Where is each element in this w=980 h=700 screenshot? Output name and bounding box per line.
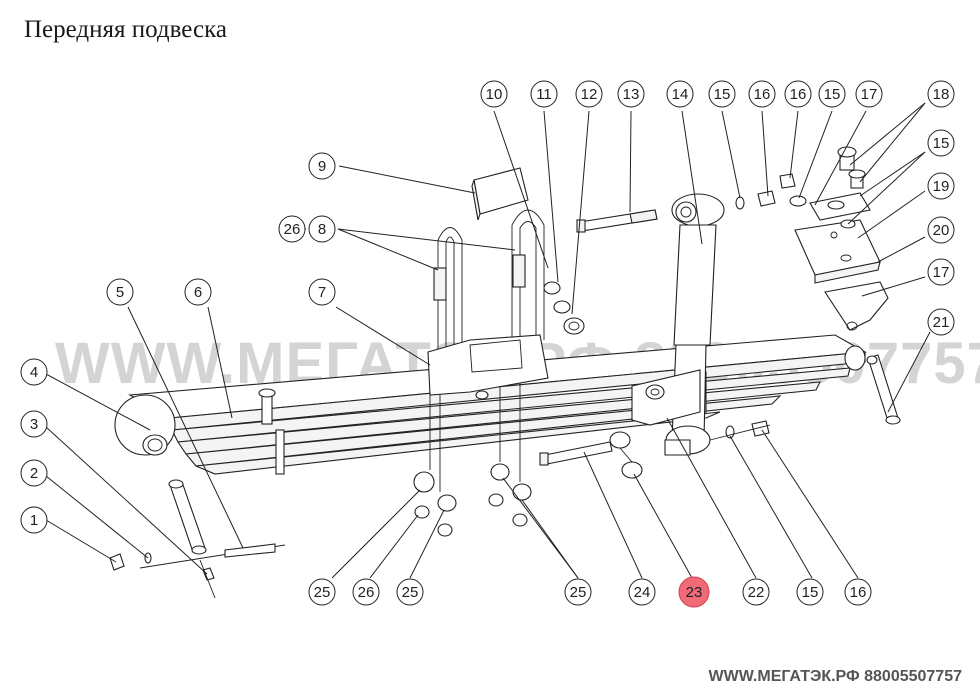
bolt-13: [576, 209, 658, 233]
callout-15-c: 15: [927, 129, 955, 157]
svg-text:18: 18: [933, 86, 950, 103]
callout-13: 13: [617, 80, 645, 108]
callout-15-d: 15: [796, 578, 824, 606]
callout-18: 18: [927, 80, 955, 108]
bump-stop: [471, 167, 529, 221]
front-pin: [109, 479, 286, 599]
callout-25-b: 25: [396, 578, 424, 606]
callout-20: 20: [927, 216, 955, 244]
bolt-21: [866, 354, 901, 425]
callout-8: 8: [308, 215, 336, 243]
svg-text:16: 16: [754, 86, 771, 103]
callout-15-a: 15: [708, 80, 736, 108]
svg-text:12: 12: [581, 86, 598, 103]
callout-26-top: 26: [278, 215, 306, 243]
svg-text:6: 6: [194, 284, 202, 301]
callout-19: 19: [927, 172, 955, 200]
callout-23-highlighted[interactable]: 23: [678, 576, 710, 608]
callout-26: 26: [352, 578, 380, 606]
callout-25-a: 25: [308, 578, 336, 606]
svg-text:20: 20: [933, 222, 950, 239]
callout-12: 12: [575, 80, 603, 108]
u-bolts: [429, 209, 545, 492]
svg-text:14: 14: [672, 86, 689, 103]
callout-17-b: 17: [927, 258, 955, 286]
svg-text:15: 15: [714, 86, 731, 103]
svg-text:26: 26: [358, 584, 375, 601]
svg-text:4: 4: [30, 364, 38, 381]
svg-text:15: 15: [824, 86, 841, 103]
svg-text:15: 15: [802, 584, 819, 601]
nut-pack-upper: [735, 173, 807, 210]
svg-text:25: 25: [402, 584, 419, 601]
rear-bracket: [631, 369, 701, 426]
callout-14: 14: [666, 80, 694, 108]
svg-text:2: 2: [30, 465, 38, 482]
callout-15-b: 15: [818, 80, 846, 108]
svg-text:3: 3: [30, 416, 38, 433]
callout-16-b: 16: [784, 80, 812, 108]
svg-text:25: 25: [314, 584, 331, 601]
svg-text:1: 1: [30, 512, 38, 529]
callout-6: 6: [184, 278, 212, 306]
svg-text:24: 24: [634, 584, 651, 601]
bolt-24: [539, 431, 643, 479]
callout-25-c: 25: [564, 578, 592, 606]
svg-text:17: 17: [933, 264, 950, 281]
nut-pack-lower: [709, 420, 771, 441]
callout-16-c: 16: [844, 578, 872, 606]
svg-text:22: 22: [748, 584, 765, 601]
leader-lines: [45, 102, 931, 579]
callout-7: 7: [308, 278, 336, 306]
callout-4: 4: [20, 358, 48, 386]
footer-watermark: WWW.МЕГАТЭК.РФ 88005507757: [708, 668, 963, 685]
washers: [543, 281, 585, 335]
svg-text:7: 7: [318, 284, 326, 301]
axle-seat: [427, 334, 549, 400]
svg-text:19: 19: [933, 178, 950, 195]
svg-text:13: 13: [623, 86, 640, 103]
u-bolt-nuts: [413, 463, 532, 537]
frame-bracket: [794, 146, 889, 331]
callout-21: 21: [927, 308, 955, 336]
svg-text:26: 26: [284, 221, 301, 238]
callout-9: 9: [308, 152, 336, 180]
callout-24: 24: [628, 578, 656, 606]
svg-text:10: 10: [486, 86, 503, 103]
svg-text:16: 16: [790, 86, 807, 103]
callout-3: 3: [20, 410, 48, 438]
callout-1: 1: [20, 506, 48, 534]
callout-5: 5: [106, 278, 134, 306]
svg-text:23: 23: [686, 584, 703, 601]
svg-text:15: 15: [933, 135, 950, 152]
svg-text:17: 17: [861, 86, 878, 103]
callout-11: 11: [530, 80, 558, 108]
svg-text:11: 11: [536, 86, 552, 103]
svg-text:9: 9: [318, 158, 326, 175]
page-title: Передняя подвеска: [24, 16, 227, 43]
callout-16-a: 16: [748, 80, 776, 108]
callout-17-a: 17: [855, 80, 883, 108]
svg-text:5: 5: [116, 284, 124, 301]
svg-text:21: 21: [933, 314, 950, 331]
svg-text:16: 16: [850, 584, 867, 601]
callout-2: 2: [20, 459, 48, 487]
callout-10: 10: [480, 80, 508, 108]
callout-22: 22: [742, 578, 770, 606]
svg-text:8: 8: [318, 221, 326, 238]
svg-text:25: 25: [570, 584, 587, 601]
